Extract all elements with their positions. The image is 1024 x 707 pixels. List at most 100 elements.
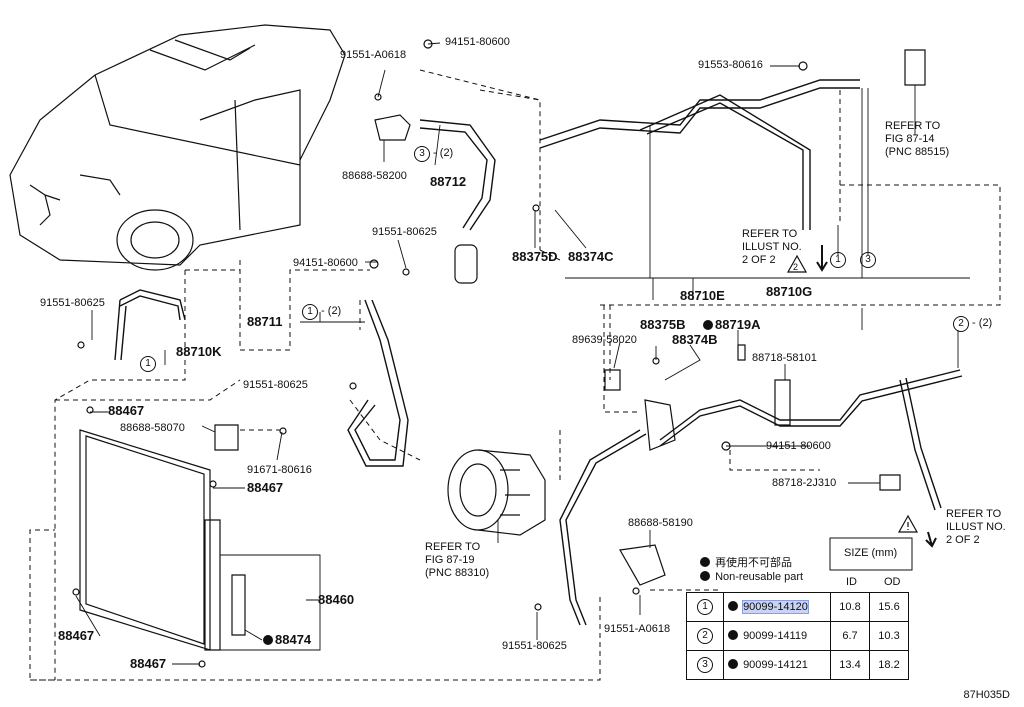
part-label-88719a[interactable]: 88719A: [703, 318, 761, 331]
row-number: 3: [686, 650, 724, 680]
refer-illust-top[interactable]: REFER TO ILLUST NO. 2 OF 2: [742, 228, 802, 266]
circle-1-icon: 1: [140, 356, 156, 372]
legend-jp-text: 再使用不可部品: [715, 557, 793, 569]
warning-number: 2: [793, 262, 799, 272]
qty-text: (2): [439, 147, 454, 159]
part-label-91553-80616[interactable]: 91553-80616: [698, 59, 763, 71]
part-label-91671-80616[interactable]: 91671-80616: [247, 464, 312, 476]
part-label-91551-a0618-top[interactable]: 91551-A0618: [340, 49, 407, 61]
size-header: SIZE (mm): [844, 547, 898, 559]
part-label-88688-58200[interactable]: 88688-58200: [342, 170, 407, 182]
legend-jp: 再使用不可部品: [700, 554, 792, 570]
condenser-shape: [79, 429, 246, 651]
non-reusable-dot-icon: [728, 659, 738, 669]
circle-3-icon: 3: [414, 146, 430, 162]
part-number-cell[interactable]: 90099-14119: [723, 621, 831, 651]
qty-text: (2): [978, 317, 993, 329]
table-row: 2 90099-14119 6.7 10.3: [686, 621, 909, 651]
refer-fig-87-14[interactable]: REFER TO FIG 87-14 (PNC 88515): [885, 120, 950, 158]
part-label-88718-58101[interactable]: 88718-58101: [752, 352, 817, 364]
od-cell: 18.2: [869, 650, 909, 680]
callout-2-qty2: 2 - (2): [953, 316, 992, 332]
part-number-selected[interactable]: 90099-14120: [742, 600, 809, 614]
row-number: 2: [686, 621, 724, 651]
callout-3-top: 3: [860, 252, 876, 268]
part-label-88688-58190[interactable]: 88688-58190: [628, 517, 693, 529]
non-reusable-dot-icon: [728, 630, 738, 640]
part-label-88375b[interactable]: 88375B: [640, 317, 686, 332]
muffler-shape: [454, 244, 478, 284]
non-reusable-dot-icon: [700, 557, 710, 567]
part-label-88467-b[interactable]: 88467: [247, 480, 284, 495]
table-row: 3 90099-14121 13.4 18.2: [686, 650, 909, 680]
non-reusable-dot-icon: [703, 320, 713, 330]
part-label-91551-80625-bottom[interactable]: 91551-80625: [502, 640, 567, 652]
callout-1-top: 1: [830, 252, 846, 268]
part-label-88710e[interactable]: 88710E: [680, 288, 725, 303]
part-label-94151-80600-top[interactable]: 94151-80600: [445, 36, 510, 48]
non-reusable-dot-icon: [263, 635, 273, 645]
callout-1-88710k: 1: [140, 356, 156, 372]
part-label-88718-2j310[interactable]: 88718-2J310: [772, 477, 837, 489]
circle-1-icon: 1: [830, 252, 846, 268]
od-cell: 15.6: [869, 592, 909, 622]
callout-3-qty2: 3 - (2): [414, 146, 453, 162]
refer-fig-87-19[interactable]: REFER TO FIG 87-19 (PNC 88310): [425, 541, 490, 579]
part-label-88474[interactable]: 88474: [263, 633, 311, 646]
part-label-91551-80625-mid[interactable]: 91551-80625: [372, 226, 437, 238]
part-label-91551-a0618-bottom[interactable]: 91551-A0618: [604, 623, 671, 635]
part-label-94151-80600-mid[interactable]: 94151-80600: [293, 257, 358, 269]
part-number-cell[interactable]: 90099-14121: [723, 650, 831, 680]
compressor-shape: [447, 449, 546, 536]
warning-triangle-icon-right: [897, 514, 919, 533]
part-number[interactable]: 90099-14119: [743, 630, 808, 642]
figure-id: 87H035D: [963, 689, 1010, 701]
part-label-88467-c[interactable]: 88467: [58, 628, 95, 643]
part-label-88374c[interactable]: 88374C: [568, 249, 614, 264]
circle-2-icon: 2: [697, 628, 713, 644]
part-label-94151-80600-right[interactable]: 94151-80600: [766, 440, 831, 452]
id-cell: 6.7: [830, 621, 870, 651]
circle-2-icon: 2: [953, 316, 969, 332]
part-label-88712[interactable]: 88712: [430, 174, 467, 189]
part-label-88375d[interactable]: 88375D: [512, 249, 558, 264]
od-cell: 10.3: [869, 621, 909, 651]
circle-1-icon: 1: [697, 599, 713, 615]
table-row: 1 90099-14120 10.8 15.6: [686, 592, 909, 622]
legend-en-text: Non-reusable part: [715, 571, 804, 583]
qty-text: (2): [327, 305, 342, 317]
size-col-od: OD: [884, 576, 901, 588]
circle-3-icon: 3: [697, 657, 713, 673]
non-reusable-dot-icon: [700, 571, 710, 581]
part-number[interactable]: 90099-14121: [743, 659, 808, 671]
part-label-91551-80625-left[interactable]: 91551-80625: [40, 297, 105, 309]
part-label-91551-80625-lower[interactable]: 91551-80625: [243, 379, 308, 391]
seal-size-table: 1 90099-14120 10.8 15.6 2 90099-14119 6.…: [686, 592, 909, 680]
row-number: 1: [686, 592, 724, 622]
part-label-88467-d[interactable]: 88467: [130, 656, 167, 671]
warning-triangle-icon-top: [786, 254, 808, 273]
circle-1-icon: 1: [302, 304, 318, 320]
part-label-88710g[interactable]: 88710G: [766, 284, 813, 299]
part-label-88467-a[interactable]: 88467: [108, 403, 145, 418]
part-label-88711[interactable]: 88711: [247, 314, 283, 329]
id-cell: 13.4: [830, 650, 870, 680]
circle-3-icon: 3: [860, 252, 876, 268]
part-label-88474-text: 88474: [275, 632, 312, 647]
callout-1-qty2: 1 - (2): [302, 304, 341, 320]
part-label-88460[interactable]: 88460: [318, 592, 355, 607]
part-label-89639-58020[interactable]: 89639-58020: [572, 334, 637, 346]
part-label-88688-58070[interactable]: 88688-58070: [120, 422, 185, 434]
id-cell: 10.8: [830, 592, 870, 622]
part-label-88710k[interactable]: 88710K: [176, 344, 222, 359]
part-number-cell[interactable]: 90099-14120: [723, 592, 831, 622]
part-label-88719a-text: 88719A: [715, 317, 761, 332]
part-label-88374b[interactable]: 88374B: [672, 332, 718, 347]
size-col-id: ID: [846, 576, 857, 588]
legend-en: Non-reusable part: [700, 571, 803, 583]
refer-illust-right[interactable]: REFER TO ILLUST NO. 2 OF 2: [946, 508, 1006, 546]
vehicle-outline: [9, 24, 346, 271]
non-reusable-dot-icon: [728, 601, 738, 611]
